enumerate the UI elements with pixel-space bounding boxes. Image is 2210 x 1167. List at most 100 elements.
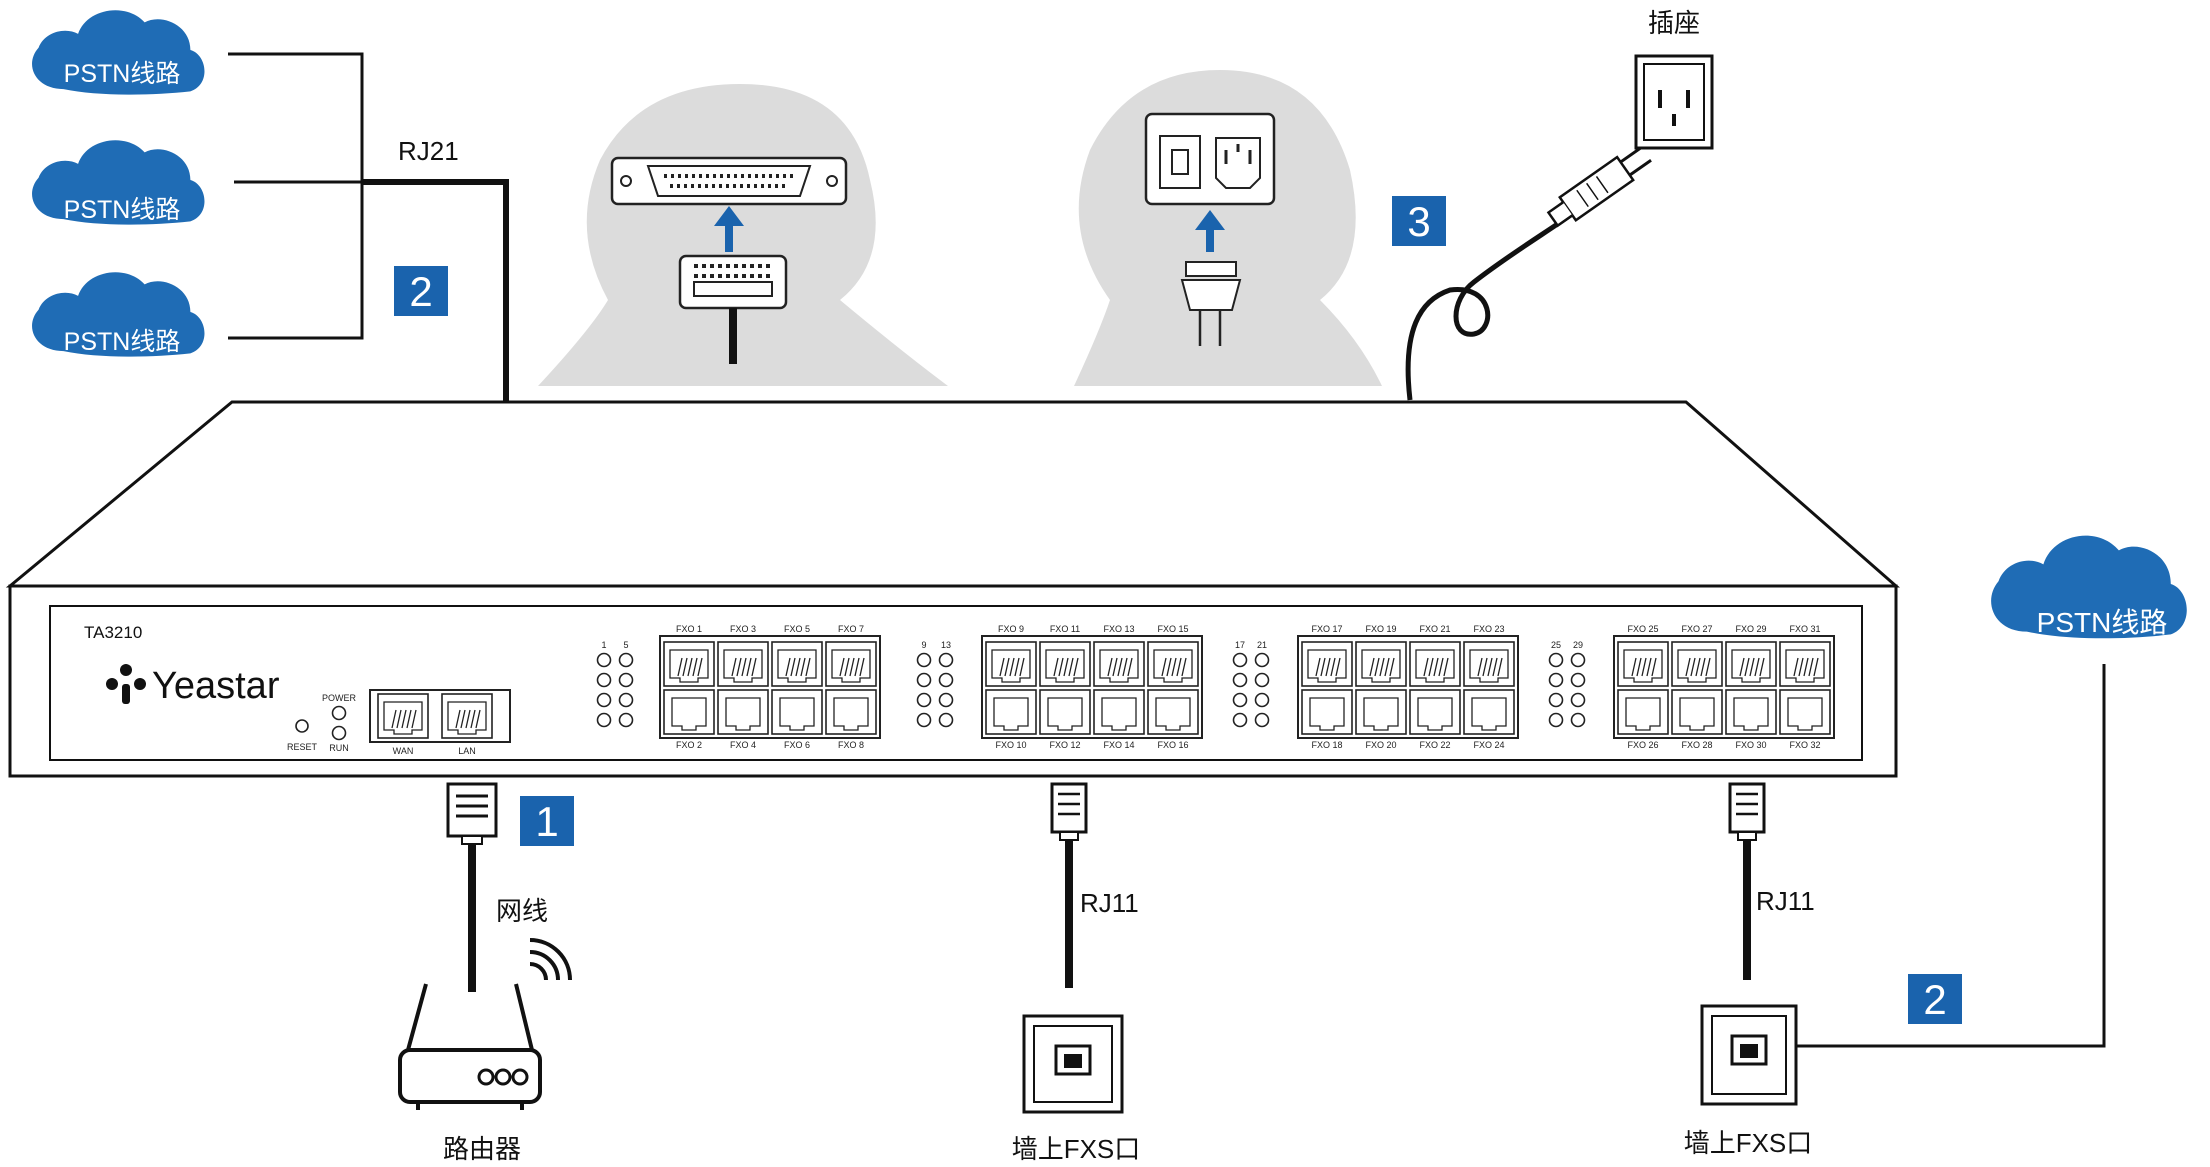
fxo-status-led xyxy=(916,692,932,708)
power-plug-head-icon xyxy=(1546,145,1652,228)
fxo-status-led xyxy=(618,672,634,688)
fxo-port[interactable] xyxy=(825,641,877,687)
fxo-port-label: FXO 21 xyxy=(1419,624,1450,634)
step-3-badge xyxy=(1392,196,1446,246)
fxo-status-led xyxy=(1232,672,1248,688)
fxo-status-led xyxy=(618,692,634,708)
wall-fxs-label-b: 墙上FXS口 xyxy=(1684,1128,1813,1158)
wall-fxs-jack-icon xyxy=(1700,1004,1798,1106)
fxo-port[interactable] xyxy=(1409,641,1461,687)
reset-button[interactable] xyxy=(295,719,309,733)
fxo-port[interactable] xyxy=(1355,641,1407,687)
fxo-port[interactable] xyxy=(1301,641,1353,687)
fxo-port[interactable] xyxy=(1671,641,1723,687)
fxo-port-label: FXO 1 xyxy=(676,624,702,634)
fxo-port-label: FXO 25 xyxy=(1627,624,1658,634)
fxo-port[interactable] xyxy=(985,689,1037,735)
fxo-port-label: FXO 16 xyxy=(1157,740,1188,750)
pstn-cloud-3-label: PSTN线路 xyxy=(64,328,181,356)
fxo-port[interactable] xyxy=(1463,689,1515,735)
run-led xyxy=(331,725,347,741)
led-column-number: 5 xyxy=(623,640,628,650)
wifi-signal-icon xyxy=(529,938,572,981)
fxo-port[interactable] xyxy=(717,641,769,687)
wan-port[interactable] xyxy=(377,693,429,739)
wall-fxs-jack-icon xyxy=(1022,1014,1124,1114)
pstn-cloud-1-label: PSTN线路 xyxy=(64,60,181,88)
fxo-group-frame xyxy=(659,635,881,739)
fxo-port[interactable] xyxy=(1147,689,1199,735)
fxo-status-led xyxy=(1570,672,1586,688)
fxo-group-frame xyxy=(1613,635,1835,739)
fxo-port-label: FXO 27 xyxy=(1681,624,1712,634)
reset-label: RESET xyxy=(287,742,318,752)
led-column-number: 13 xyxy=(941,640,951,650)
step-2-badge-right xyxy=(1908,974,1962,1024)
step-2-badge-right-text: 2 xyxy=(1923,976,1946,1023)
wall-outlet-icon xyxy=(1634,54,1714,150)
led-column-number: 17 xyxy=(1235,640,1245,650)
yeastar-logo-icon xyxy=(106,664,146,704)
fxo-port-label: FXO 26 xyxy=(1627,740,1658,750)
power-led xyxy=(331,705,347,721)
lan-label: LAN xyxy=(458,746,476,756)
fxo-port[interactable] xyxy=(1779,689,1831,735)
fxo-status-led xyxy=(1570,652,1586,668)
step-3-badge-text: 3 xyxy=(1407,198,1430,245)
fxo-port[interactable] xyxy=(1617,689,1669,735)
fxo-status-led xyxy=(1548,652,1564,668)
fxo-port[interactable] xyxy=(1779,641,1831,687)
fxo-status-led xyxy=(916,672,932,688)
fxo-port-label: FXO 31 xyxy=(1789,624,1820,634)
fxo-port[interactable] xyxy=(717,689,769,735)
fxo-port[interactable] xyxy=(1725,689,1777,735)
fxo-port[interactable] xyxy=(825,689,877,735)
fxo-status-led xyxy=(1570,692,1586,708)
fxo-port[interactable] xyxy=(1093,641,1145,687)
fxo-port[interactable] xyxy=(771,689,823,735)
wan-label: WAN xyxy=(393,746,414,756)
fxo-group-frame xyxy=(1297,635,1519,739)
fxo-status-led xyxy=(1254,672,1270,688)
fxo-status-led xyxy=(1254,712,1270,728)
fxo-port[interactable] xyxy=(985,641,1037,687)
led-column-number: 25 xyxy=(1551,640,1561,650)
fxo-port[interactable] xyxy=(1725,641,1777,687)
fxo-port[interactable] xyxy=(1463,641,1515,687)
fxo-status-led xyxy=(1570,712,1586,728)
fxo-port[interactable] xyxy=(771,641,823,687)
fxo-status-led xyxy=(596,672,612,688)
led-column-number: 29 xyxy=(1573,640,1583,650)
lan-port[interactable] xyxy=(441,693,493,739)
fxo-group-frame xyxy=(981,635,1203,739)
rj11-label-a: RJ11 xyxy=(1080,888,1139,918)
fxo-port-label: FXO 3 xyxy=(730,624,756,634)
fxo-status-led xyxy=(1548,672,1564,688)
fxo-status-led xyxy=(596,712,612,728)
fxo-port[interactable] xyxy=(1093,689,1145,735)
fxo-port[interactable] xyxy=(1355,689,1407,735)
pstn-line-right xyxy=(1796,664,2106,1048)
fxo-port[interactable] xyxy=(1039,689,1091,735)
fxo-status-led xyxy=(1548,712,1564,728)
fxo-port[interactable] xyxy=(663,641,715,687)
fxo-port-label: FXO 20 xyxy=(1365,740,1396,750)
fxo-port[interactable] xyxy=(1147,641,1199,687)
fxo-status-led xyxy=(916,712,932,728)
rj11-plug-icon xyxy=(1728,782,1766,980)
pstn-cloud-2-label: PSTN线路 xyxy=(64,196,181,224)
fxo-port[interactable] xyxy=(1039,641,1091,687)
fxo-port[interactable] xyxy=(1409,689,1461,735)
router-icon xyxy=(398,983,542,1110)
fxo-port[interactable] xyxy=(1617,641,1669,687)
fxo-port[interactable] xyxy=(1301,689,1353,735)
fxo-port[interactable] xyxy=(1671,689,1723,735)
fxo-port[interactable] xyxy=(663,689,715,735)
fxo-port-label: FXO 23 xyxy=(1473,624,1504,634)
step-1-badge-text: 1 xyxy=(535,798,558,845)
arrow-up-icon xyxy=(1195,210,1225,252)
fxo-port-label: FXO 10 xyxy=(995,740,1026,750)
